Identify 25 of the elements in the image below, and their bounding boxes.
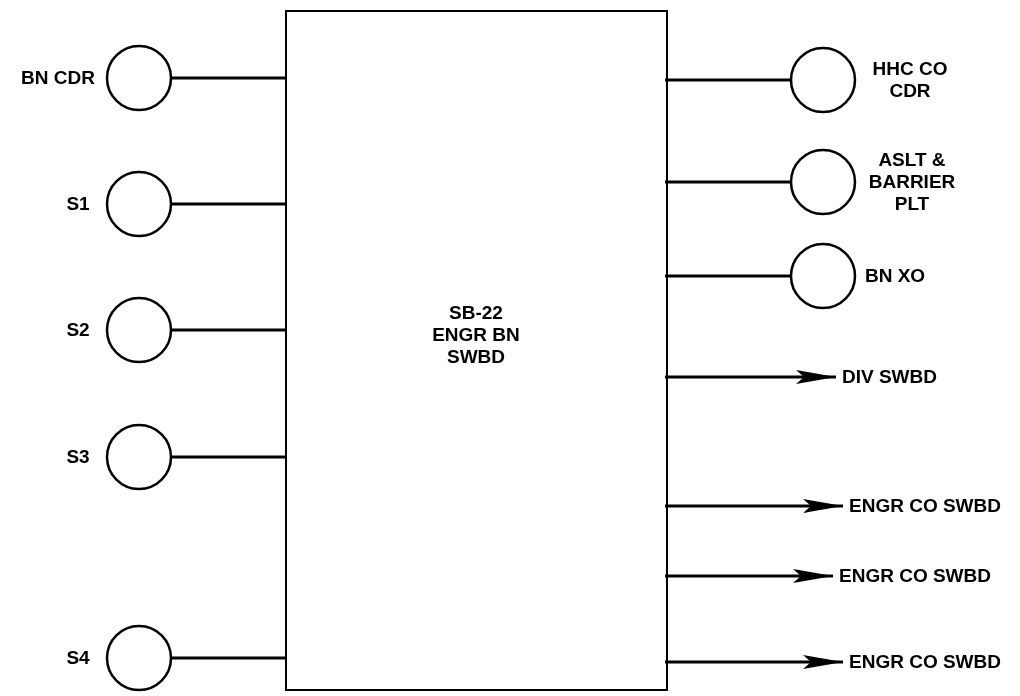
arrow <box>665 569 833 583</box>
switchboard-label: SB-22 ENGR BN SWBD <box>431 302 521 368</box>
connector-line <box>172 202 287 206</box>
connector-line <box>665 274 790 278</box>
connector-line <box>665 78 790 82</box>
connector-line <box>172 455 287 459</box>
connector-line <box>172 656 287 660</box>
arrow <box>665 499 843 513</box>
station-label: ENGR CO SWBD <box>849 495 1001 517</box>
station-label: ASLT & BARRIER PLT <box>867 149 957 215</box>
station-label: DIV SWBD <box>842 366 937 388</box>
station-label: BN XO <box>863 265 927 287</box>
arrow <box>665 655 843 669</box>
connector-line <box>172 328 287 332</box>
station-label: S2 <box>65 319 91 341</box>
station-label: HHC CO CDR <box>871 58 949 102</box>
station-label: S1 <box>65 193 91 215</box>
station-label: ENGR CO SWBD <box>839 565 991 587</box>
connector-line <box>172 76 287 80</box>
connector-line <box>665 180 790 184</box>
station-label: S4 <box>65 647 91 669</box>
station-label: ENGR CO SWBD <box>849 651 1001 673</box>
arrow <box>665 370 836 384</box>
station-label: S3 <box>65 446 91 468</box>
station-label: BN CDR <box>20 67 96 89</box>
